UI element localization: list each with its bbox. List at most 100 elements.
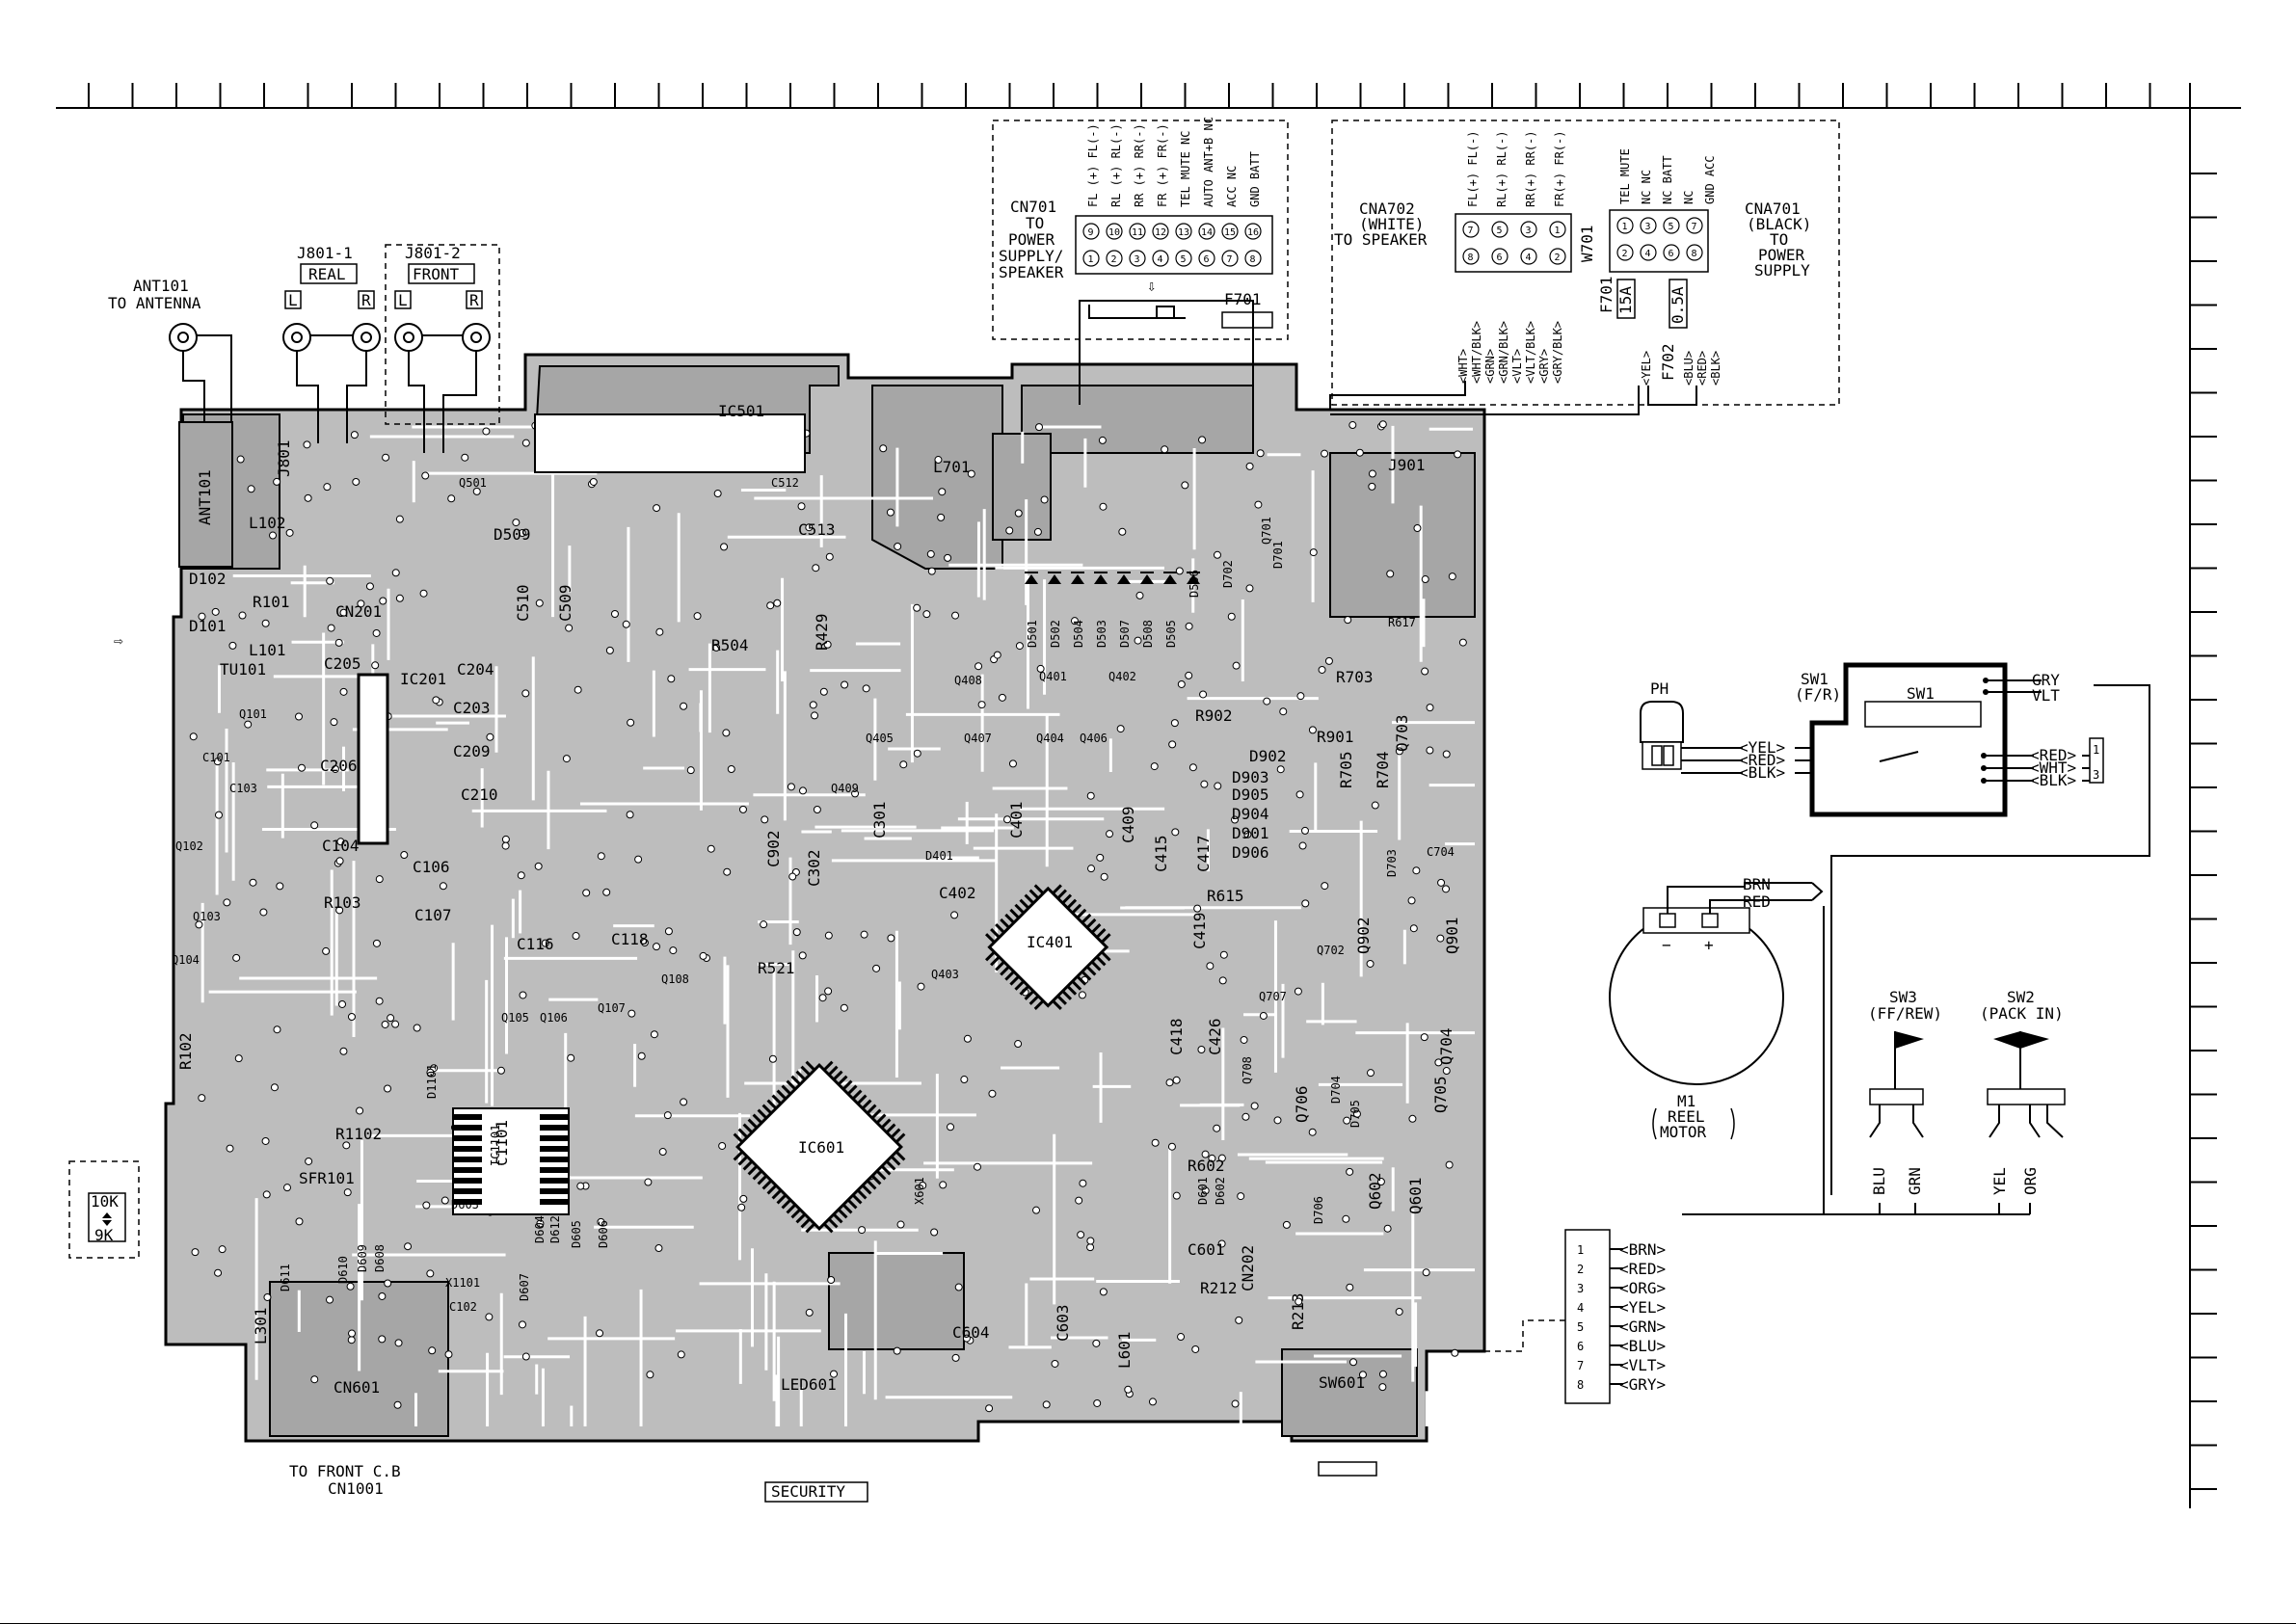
l102-label: L102	[249, 514, 286, 532]
x601-label: X601	[913, 1177, 926, 1205]
motor-wire-brn: BRN	[1743, 875, 1771, 893]
j801-1-real: REAL	[308, 265, 346, 283]
cna701-pin-bottom: 2	[1622, 249, 1628, 259]
cna701-signal: NC BATT	[1661, 155, 1674, 204]
sw2-wire-org: ORG	[2021, 1167, 2040, 1195]
j801-1-l: L	[288, 291, 298, 309]
ant101-part-label: ANT101	[196, 469, 214, 525]
r617-label: R617	[1388, 616, 1416, 629]
c401-label: C401	[1007, 801, 1026, 839]
sw1-wire-gry: GRY	[2032, 671, 2060, 689]
cna701-desc-3: SUPPLY	[1754, 261, 1810, 280]
cn1001-label: CN1001	[328, 1479, 384, 1498]
d611-label: D611	[279, 1264, 292, 1291]
q405-label: Q405	[866, 732, 894, 745]
q601-label: Q601	[1406, 1177, 1425, 1214]
d102-label: D102	[189, 570, 227, 588]
d602-label: D602	[1214, 1177, 1227, 1205]
d609-label: D609	[356, 1244, 369, 1272]
q408-label: Q408	[954, 674, 982, 687]
j901-label: J901	[1388, 456, 1426, 474]
c510-label: C510	[514, 584, 532, 622]
c103-label: C103	[229, 782, 257, 795]
sw3-wire-blu: BLU	[1870, 1167, 1888, 1195]
cn701-pin-top: 10	[1108, 227, 1120, 238]
r521-label: R521	[758, 959, 795, 977]
r615-label: R615	[1207, 887, 1244, 905]
q901-label: Q901	[1443, 917, 1461, 954]
sw3-switch: SW3 (FF/REW) BLU GRN	[1868, 988, 1942, 1214]
cna702-pin-bottom: 4	[1526, 253, 1532, 263]
d606-label: D606	[597, 1220, 610, 1248]
ph-wire-label: <BLK>	[1739, 763, 1785, 782]
c205-label: C205	[324, 654, 361, 673]
c302-label: C302	[805, 849, 823, 887]
cna702-desc-1: TO SPEAKER	[1334, 230, 1428, 249]
sw2-desc: (PACK IN)	[1980, 1004, 2064, 1023]
cna702-wire-label: <VLT>	[1510, 349, 1524, 384]
c704-label: C704	[1427, 845, 1455, 859]
cna701-signal: NC NC	[1640, 170, 1653, 204]
q708-label: Q708	[1241, 1056, 1254, 1084]
cn701-pin-top: 16	[1247, 227, 1259, 238]
sw1-wire-label: <BLK>	[2030, 771, 2076, 789]
q103-label: Q103	[193, 910, 221, 923]
sw1-wire-vlt: VLT	[2032, 686, 2060, 705]
cn701-pin-bottom: 7	[1227, 254, 1233, 265]
antenna-jack-section: ANT101 TO ANTENNA ANT101 J801-1 REAL L R…	[108, 244, 500, 568]
q108-label: Q108	[661, 972, 689, 986]
d604-label: D604	[533, 1215, 547, 1243]
f702-rating: 0.5A	[1669, 286, 1687, 324]
cn701-signal: TEL MUTE NC	[1179, 131, 1192, 207]
ic601-label: IC601	[798, 1138, 844, 1157]
cn701-pin-top: 9	[1088, 227, 1094, 238]
r703-label: R703	[1336, 668, 1374, 686]
q104-label: Q104	[172, 953, 200, 967]
cna701-wire-label: <BLU>	[1682, 351, 1695, 386]
d508-label: D508	[1141, 620, 1155, 648]
cna702-wire-label: <GRY>	[1537, 349, 1551, 384]
q403-label: Q403	[931, 968, 959, 981]
d608-label: D608	[373, 1244, 387, 1272]
d703-label: D703	[1385, 849, 1399, 877]
j801-2-r: R	[469, 291, 479, 309]
board-labels: IC501 IC401 IC601 IC201 IC1101 L701 J901…	[172, 402, 1461, 1397]
c604-label: C604	[952, 1323, 990, 1342]
motor-minus: −	[1662, 936, 1671, 954]
d509-label: D509	[494, 525, 531, 544]
l701-label: L701	[933, 458, 971, 476]
cn701-signal: RL (+) RL(-)	[1109, 123, 1123, 207]
c509-label: C509	[556, 584, 574, 622]
r429-label: R429	[813, 613, 831, 651]
j801-2-front: FRONT	[413, 265, 460, 283]
q407-label: Q407	[964, 732, 992, 745]
d612-label: D612	[548, 1215, 562, 1243]
bc-wire-label: <GRN>	[1619, 1318, 1666, 1336]
cna702-pin-bottom: 2	[1555, 253, 1561, 263]
c209-label: C209	[453, 742, 491, 760]
cn601-label: CN601	[334, 1378, 380, 1397]
cna702-signal: FL(+) FL(-)	[1466, 131, 1480, 207]
ic501-label: IC501	[718, 402, 764, 420]
footer-labels: TO FRONT C.B CN1001 SECURITY	[289, 1461, 1377, 1503]
q701-label: Q701	[1260, 517, 1273, 545]
cna702-wire-label: <VLT/BLK>	[1524, 321, 1537, 384]
motor-name: M1	[1677, 1092, 1695, 1110]
diode-row-d501-d508: D501 D502 D504 D503 D507 D508 D505 D506	[1025, 570, 1201, 648]
c118-label: C118	[611, 930, 649, 948]
sw1-subtitle: (F/R)	[1795, 685, 1841, 704]
j801-2-l: L	[398, 291, 408, 309]
cna701-wire-label: <RED>	[1695, 351, 1709, 386]
q404-label: Q404	[1036, 732, 1064, 745]
ic1101-label: IC1101	[489, 1125, 502, 1166]
cna702-signal: FR(+) FR(-)	[1553, 131, 1566, 207]
ic501-footprint	[534, 413, 806, 473]
c419-label: C419	[1190, 912, 1209, 949]
d701-label: D701	[1271, 541, 1285, 569]
f701-name: F701	[1597, 276, 1615, 313]
d505-label: D505	[1164, 620, 1178, 648]
r212-label: R212	[1200, 1279, 1238, 1297]
cna702-name: CNA702	[1359, 200, 1415, 218]
